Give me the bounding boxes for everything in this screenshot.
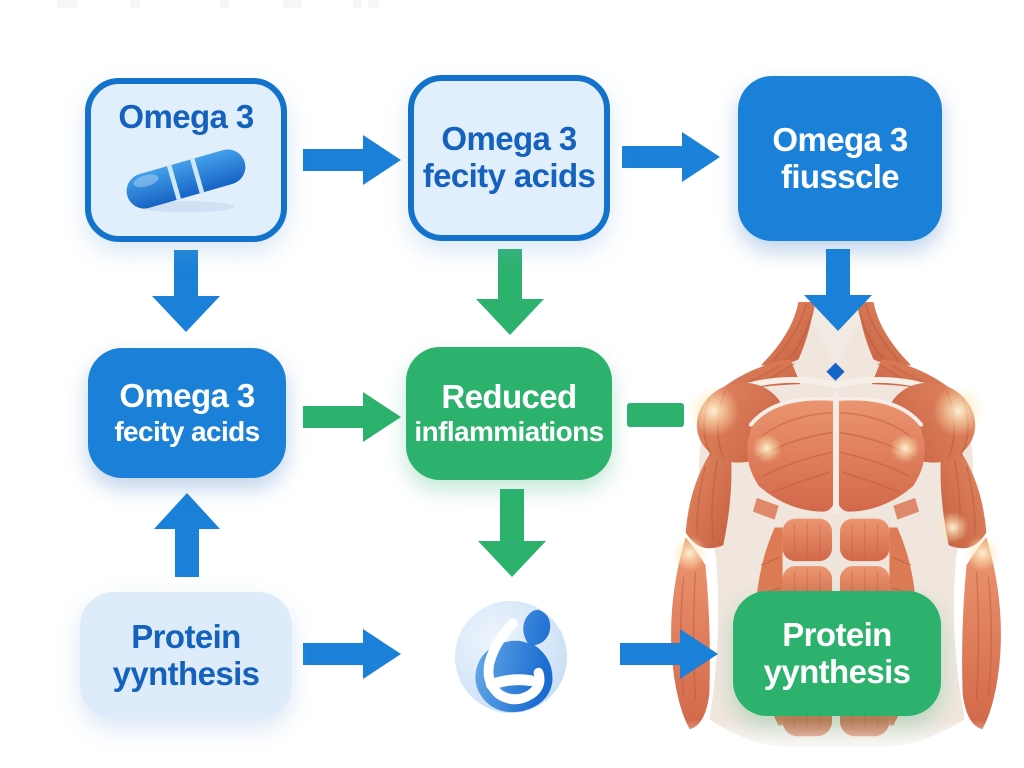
node-label-line1: Protein (782, 615, 892, 653)
node-label-line2: fecity acids (114, 415, 260, 447)
node-label-line1: Omega 3 (119, 377, 255, 414)
node-label-line1: Reduced (441, 377, 577, 415)
node-label-line2: yynthesis (112, 654, 260, 692)
top-edge-artifact (353, 0, 362, 8)
node-omega3-muscle: Omega 3 fiusscle (738, 76, 942, 241)
node-protein-synthesis-left: Protein yynthesis (80, 592, 292, 719)
arrow-pill-down (152, 250, 220, 332)
node-label-line1: Protein (131, 617, 241, 655)
node-label-line1: Omega 3 (772, 120, 908, 158)
node-label-line2: inflammiations (414, 416, 604, 448)
arrow-protein-up-to-fattyacids (154, 493, 220, 577)
node-label: Omega 3 (118, 98, 254, 136)
arrow-inflammation-to-droplet (478, 489, 546, 577)
arrow-protein-to-droplet (303, 629, 401, 679)
arrow-muscle-to-torso (804, 249, 872, 331)
node-omega3-fatty-acids-mid: Omega 3 fecity acids (88, 348, 286, 478)
top-edge-artifact (283, 0, 302, 8)
node-reduced-inflammation: Reduced inflammiations (406, 347, 612, 480)
capsule-icon (111, 142, 261, 221)
node-omega3-pill: Omega 3 (85, 78, 287, 242)
top-edge-artifact (368, 0, 379, 8)
top-edge-artifact (57, 0, 77, 8)
node-protein-synthesis-right: Protein yynthesis (733, 591, 941, 716)
arrow-fattyacids-to-inflammation (303, 392, 401, 442)
top-edge-artifact (220, 0, 229, 8)
node-label-line2: yynthesis (763, 652, 911, 690)
droplet-swirl-icon (454, 600, 568, 714)
arrow-pill-to-fattyacids (303, 135, 401, 185)
arrow-fattyacids-down-green (476, 249, 544, 335)
dashed-connector-inflammation-to-torso (627, 403, 684, 427)
node-label-line1: Omega 3 (441, 120, 577, 158)
arrow-fattyacids-to-muscle (622, 132, 720, 182)
node-label-line2: fecity acids (422, 157, 596, 194)
arrow-droplet-to-protein (620, 629, 718, 679)
top-edge-artifact (130, 0, 140, 8)
node-label-line2: fiusscle (780, 157, 900, 195)
node-omega3-fatty-acids-top: Omega 3 fecity acids (408, 75, 610, 241)
